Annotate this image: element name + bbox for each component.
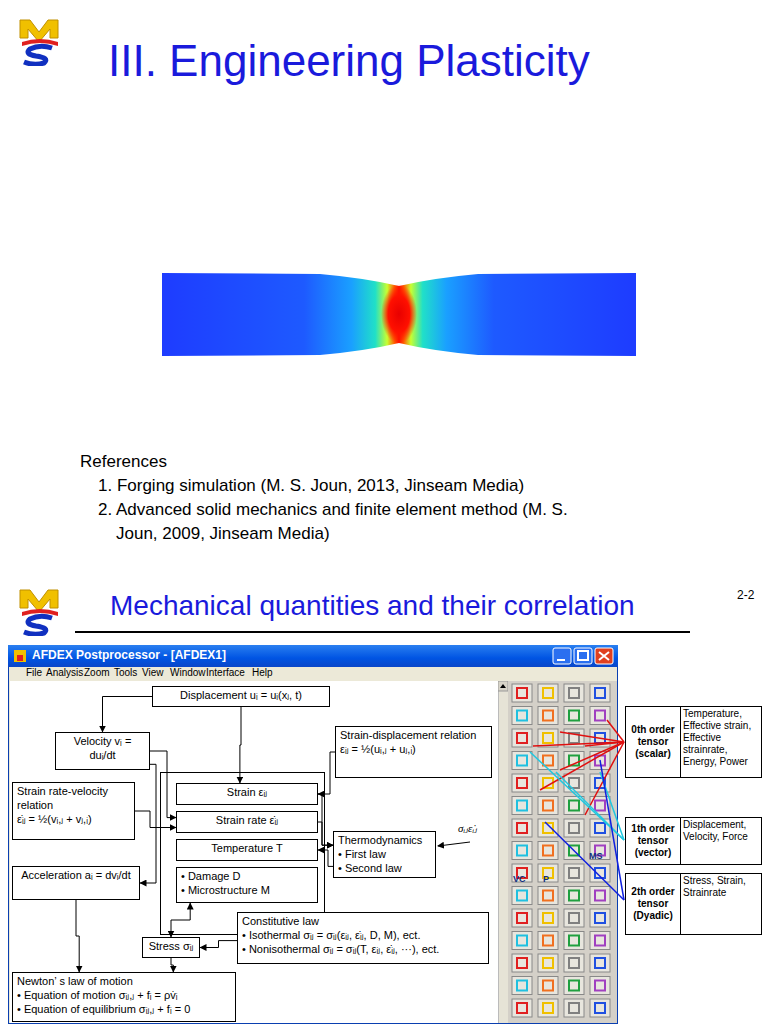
tensor-order-cell: 2th order tensor (Dyadic) [625, 873, 681, 935]
quantity-cell: Stress, Strain, Strainrate [680, 873, 762, 935]
logo [18, 18, 62, 66]
node-line: εᵢⱼ = ½(uᵢ,ⱼ + uⱼ,ᵢ) [340, 743, 487, 757]
node-heading: Stress σᵢⱼ [147, 940, 195, 954]
node-line: • Equation of motion σᵢⱼ,ⱼ + fᵢ = ρv̇ᵢ [17, 989, 231, 1003]
node-line: • Nonisothermal σᵢⱼ = σᵢⱼ(T, εᵢⱼ, ε̇ᵢⱼ, … [242, 943, 484, 957]
node-heading: Thermodynamics [338, 834, 431, 848]
state-box: Temperature T [176, 839, 318, 861]
law-box: Thermodynamics• First law• Second law [333, 831, 436, 878]
menu-item: Analysis [46, 667, 83, 678]
connector [103, 697, 153, 733]
menu-item: View [142, 667, 164, 678]
node-line: • Isothermal σᵢⱼ = σᵢⱼ(εᵢⱼ, ε̇ᵢⱼ, D, M),… [242, 929, 484, 943]
node-line: • Equation of equilibrium σᵢⱼ,ⱼ + fᵢ = 0 [17, 1003, 231, 1017]
connector [318, 794, 333, 845]
tensor-order-cell: 1th order tensor (vector) [625, 817, 681, 865]
relation-box: Strain-displacement relationεᵢⱼ = ½(uᵢ,ⱼ… [335, 726, 492, 778]
connector [240, 707, 241, 783]
connector [171, 903, 190, 937]
connector [76, 900, 79, 972]
connector [140, 764, 156, 883]
menu-item: Interface [206, 667, 245, 678]
node-heading: Acceleration aᵢ = dvᵢ/dt [17, 869, 135, 883]
connector [150, 751, 176, 818]
relation-box: Strain rate-velocity relationε̇ᵢⱼ = ½(vᵢ… [12, 782, 135, 840]
connector [200, 941, 237, 948]
window-title: AFDEX Postprocessor - [AFDEX1] [32, 648, 226, 662]
connector [318, 822, 333, 845]
reference-item: 1. Forging simulation (M. S. Joun, 2013,… [98, 474, 524, 498]
node-heading: Displacement uᵢ = uᵢ(xⱼ, t) [157, 689, 325, 703]
tensor-order-cell: 0th order tensor (scalar) [625, 706, 681, 778]
node-heading: Newton’ s law of motion [17, 975, 231, 989]
references-heading: References [80, 450, 167, 474]
page-number: 2-2 [737, 588, 754, 602]
node-line: • Microstructure M [181, 884, 313, 898]
process-box: Displacement uᵢ = uᵢ(xⱼ, t) [152, 686, 330, 707]
menu-item: File [26, 667, 42, 678]
toolbar-text: VC [513, 874, 526, 884]
node-heading: Constitutive law [242, 915, 484, 929]
state-box: Strain rate ε̇ᵢⱼ [176, 811, 318, 833]
slide-heading: Mechanical quantities and their correlat… [110, 590, 635, 622]
state-box: Strain εᵢⱼ [176, 783, 318, 805]
menu-item: Window [170, 667, 206, 678]
node-heading: Temperature T [181, 842, 313, 856]
connector [318, 850, 333, 866]
quantity-cell: Temperature, Effective strain, Effective… [680, 706, 762, 778]
process-box: Stress σᵢⱼ [142, 937, 200, 958]
scroll-arrow [498, 681, 508, 701]
node-heading: Strain rate-velocity relation [17, 785, 130, 813]
connector [171, 958, 173, 972]
logo [18, 588, 62, 636]
node-heading: Strain-displacement relation [340, 729, 487, 743]
menu-item: Help [252, 667, 273, 678]
slide-title: III. Engineering Plasticity [108, 36, 590, 86]
process-box: Acceleration aᵢ = dvᵢ/dt [12, 866, 140, 900]
menu-item: Zoom [84, 667, 110, 678]
node-heading: Strain rate ε̇ᵢⱼ [181, 814, 313, 828]
quantity-cell: Displacement, Velocity, Force [680, 817, 762, 865]
window-buttons [552, 647, 616, 665]
reference-item: 2. Advanced solid mechanics and finite e… [98, 498, 596, 546]
power-term: σᵢⱼε̇ᵢⱼ [458, 822, 477, 835]
process-box: Velocity vᵢ = duᵢ/dt [55, 732, 150, 770]
app-icon [12, 648, 28, 664]
connector [318, 752, 335, 794]
node-line: • Second law [338, 862, 431, 876]
law-box: Constitutive law• Isothermal σᵢⱼ = σᵢⱼ(ε… [237, 912, 489, 964]
node-line: • First law [338, 848, 431, 862]
heading-rule [75, 631, 690, 633]
toolbar-text: MS [589, 851, 603, 861]
node-heading: Strain εᵢⱼ [181, 786, 313, 800]
law-box: Newton’ s law of motion• Equation of mot… [12, 972, 236, 1022]
node-line: ε̇ᵢⱼ = ½(vᵢ,ⱼ + vⱼ,ᵢ) [17, 813, 130, 827]
node-heading: • Damage D [181, 870, 313, 884]
menu-item: Tools [114, 667, 137, 678]
toolbar-text: P [543, 874, 549, 884]
state-box: • Damage D• Microstructure M [176, 867, 318, 903]
node-heading: Velocity vᵢ = duᵢ/dt [60, 735, 145, 763]
